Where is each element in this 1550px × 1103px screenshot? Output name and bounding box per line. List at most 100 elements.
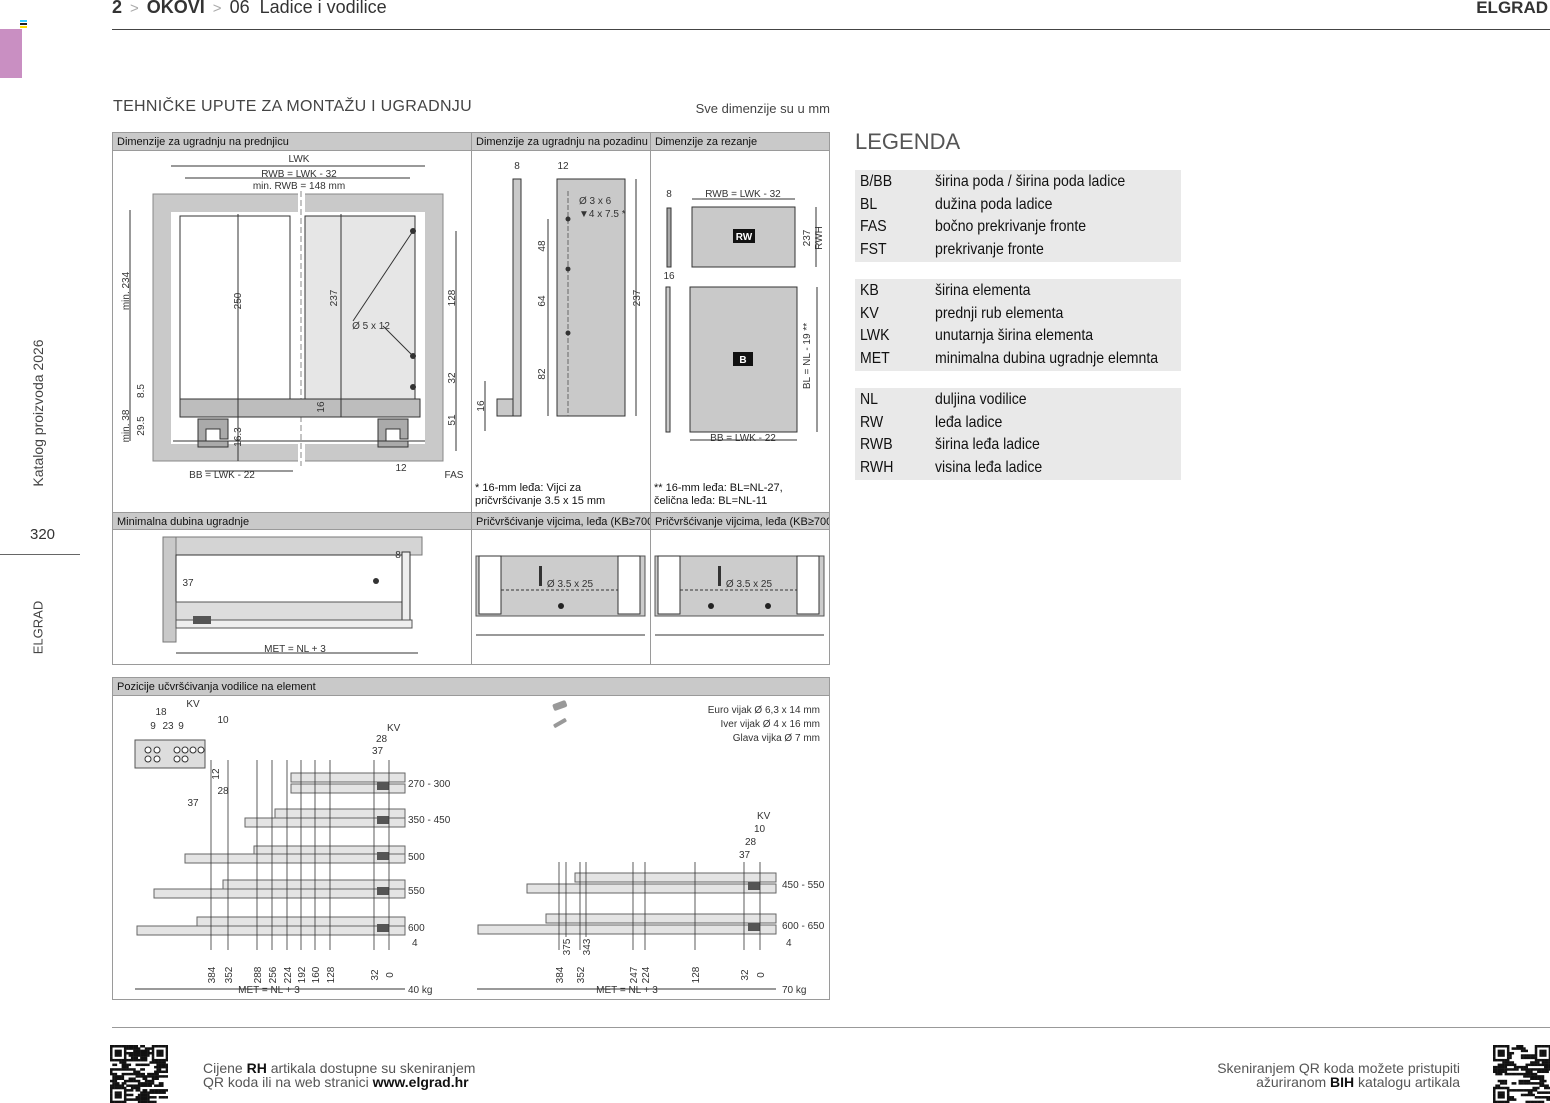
rail-clip <box>377 852 389 860</box>
drawer-rail-upper <box>574 872 777 883</box>
legend-abbr: B/BB <box>860 173 893 190</box>
rail-clip <box>748 882 760 890</box>
position-tick-label: 288 <box>253 966 264 983</box>
dim-min-234: min. 234 <box>121 271 132 310</box>
legend-abbr: NL <box>860 391 878 408</box>
dim-37: 37 <box>187 798 199 809</box>
screw-spec-euro: Euro vijak Ø 6,3 x 14 mm <box>708 705 820 716</box>
legend-abbr: FAS <box>860 218 887 235</box>
dim-8: 8 <box>395 550 401 561</box>
screw-size: Ø 3.5 x 25 <box>547 579 594 590</box>
cut-note: ** 16-mm leđa: BL=NL-27,čelična leđa: BL… <box>654 482 783 507</box>
website-link[interactable]: www.elgrad.hr <box>372 1074 469 1090</box>
chevron-right-icon: > <box>212 0 222 17</box>
dim-18: 18 <box>155 707 167 718</box>
position-tick-label: 384 <box>207 966 218 983</box>
dim-kv: KV <box>387 723 401 734</box>
position-tick-label: 160 <box>311 966 322 983</box>
legend-desc: minimalna dubina ugradnje elemnta <box>935 349 1159 367</box>
label-b: B <box>739 355 746 366</box>
screw-icons <box>552 700 568 728</box>
dim-37: 37 <box>372 746 384 757</box>
dim-screw: ▼4 x 7.5 * <box>579 209 626 220</box>
rail-size-label: 600 - 650 <box>782 921 825 932</box>
qr-code-icon[interactable] <box>110 1045 168 1103</box>
page-number: 320 <box>30 526 56 543</box>
cut-dimensions-diagram: 8 RWB = LWK - 32 237 RWH RW 16 BL = NL -… <box>663 189 825 444</box>
legend-desc: širina elementa <box>935 282 1031 299</box>
dim-16: 16 <box>316 401 327 413</box>
dim-kv: KV <box>757 811 771 822</box>
rail-size-label: 600 <box>408 923 425 934</box>
dim-met: MET = NL + 3 <box>596 985 658 996</box>
rail-size-label: 550 <box>408 886 425 897</box>
rail-clip <box>748 923 760 931</box>
footer-divider <box>112 1027 1550 1028</box>
dim-82: 82 <box>537 368 548 380</box>
legend-abbr: FST <box>860 240 887 258</box>
dim-4: 4 <box>786 938 792 949</box>
dim-10: 10 <box>754 824 766 835</box>
panel-header-min-depth: Minimalna dubina ugradnje <box>113 512 471 530</box>
legend-row: FAS bočno prekrivanje fronte <box>855 216 1181 239</box>
rail-positions-diagram: 18 KV 9 23 9 10 12 28 37 Euro vijak Ø 6,… <box>134 699 825 996</box>
sidebar-divider <box>0 554 80 555</box>
dim-37: 37 <box>182 578 194 589</box>
dim-9: 9 <box>150 721 156 732</box>
sidebar-brand: ELGRAD <box>30 600 46 655</box>
screw-spec-head: Glava vijka Ø 7 mm <box>733 733 820 744</box>
dim-screw: Ø 5 x 12 <box>352 321 390 332</box>
dim-4: 4 <box>412 938 418 949</box>
breadcrumb-section-number[interactable]: 06 <box>229 0 250 17</box>
position-tick-label: 352 <box>224 966 235 983</box>
dim-8: 8 <box>514 161 520 172</box>
drawer-rail-lower <box>184 853 406 864</box>
rail-size-label: 500 <box>408 852 425 863</box>
legend-abbr: LWK <box>860 327 890 344</box>
dim-12: 12 <box>211 768 222 780</box>
qr-code-icon[interactable] <box>1493 1045 1550 1103</box>
drawer-rail-lower <box>244 817 406 828</box>
header-brand: ELGRAD <box>1476 0 1548 17</box>
panel-header-front: Dimenzije za ugradnju na prednjicu <box>113 133 471 151</box>
drawer-rail-lower <box>136 925 406 936</box>
breadcrumb-chapter[interactable]: 2 <box>112 0 123 17</box>
dim-237: 237 <box>329 289 340 306</box>
legend-desc: širina leđa ladice <box>935 436 1040 453</box>
panel-header-screw-2: Pričvršćivanje vijcima, leđa (KB≥700) <box>651 512 829 530</box>
panel-header-positions: Pozicije učvršćivanja vodilice na elemen… <box>113 678 829 696</box>
breadcrumb: 2 > OKOVI >06 Ladice i vodilice <box>112 0 387 18</box>
position-tick-label: 352 <box>576 966 587 983</box>
catalog-label: Katalog proizvoda 2026 <box>30 339 46 487</box>
chevron-right-icon: > <box>130 0 139 17</box>
dim-128: 128 <box>447 289 458 306</box>
dim-10: 10 <box>217 715 229 726</box>
legend-desc: unutarnja širina elementa <box>935 327 1094 344</box>
dim-fas: FAS <box>445 470 464 481</box>
legend-desc: bočno prekrivanje fronte <box>935 218 1087 235</box>
dim-37: 37 <box>739 850 751 861</box>
dim-8: 8 <box>666 189 672 200</box>
load-capacity: 70 kg <box>782 985 806 996</box>
breadcrumb-okovi[interactable]: OKOVI <box>146 0 205 17</box>
dim-bb: BB = LWK - 22 <box>189 470 255 481</box>
dim-48: 48 <box>537 240 548 252</box>
column-divider <box>650 132 651 665</box>
wood-screw-icon <box>553 718 567 728</box>
print-mark-icon <box>20 20 27 22</box>
dim-64: 64 <box>537 295 548 307</box>
column-divider <box>471 132 472 665</box>
drawer-rail-lower <box>153 888 406 899</box>
dim-29-5: 29.5 <box>136 416 147 436</box>
dim-28: 28 <box>745 837 757 848</box>
legend-desc: leđa ladice <box>935 413 1003 431</box>
breadcrumb-section[interactable]: Ladice i vodilice <box>259 0 387 17</box>
